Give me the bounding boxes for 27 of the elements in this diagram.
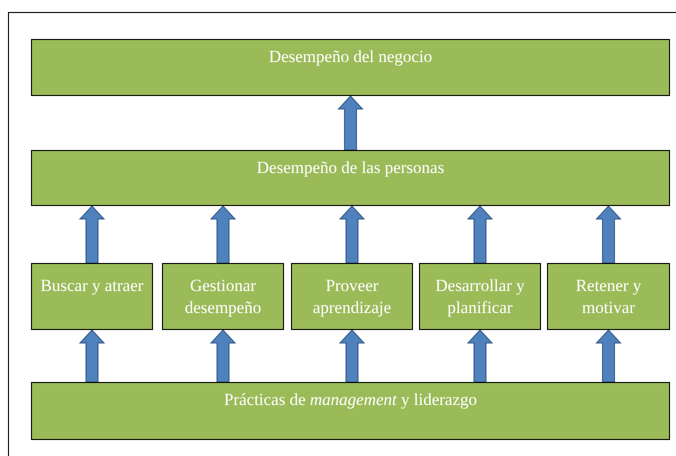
block-arrow: [210, 329, 236, 382]
box-label: Proveer aprendizaje: [312, 275, 392, 319]
process-box: [31, 382, 670, 440]
box-label: Desempeño de las personas: [256, 157, 444, 179]
process-box: [419, 263, 541, 330]
box-label: Buscar y atraer: [40, 275, 144, 297]
block-arrow: [338, 205, 366, 264]
box-label: Desarrollar y planificar: [434, 275, 526, 319]
process-box: [31, 39, 670, 96]
block-arrow: [466, 205, 494, 264]
box-label: Retener y motivar: [574, 275, 642, 319]
box-label: Gestionar desempeño: [184, 275, 262, 319]
block-arrow: [78, 205, 106, 264]
box-label: Desempeño del negocio: [268, 46, 432, 68]
block-arrow: [466, 329, 494, 382]
block-arrow: [210, 205, 236, 264]
block-arrow: [337, 95, 364, 150]
box-label: Prácticas de management y liderazgo: [224, 389, 478, 411]
process-box: [31, 150, 670, 206]
process-box: [31, 263, 153, 330]
block-arrow: [78, 329, 106, 382]
process-box: [291, 263, 413, 330]
block-arrow: [595, 205, 622, 264]
block-arrow: [595, 329, 622, 382]
process-box: [162, 263, 284, 330]
process-box: [547, 263, 670, 330]
block-arrow: [338, 329, 366, 382]
